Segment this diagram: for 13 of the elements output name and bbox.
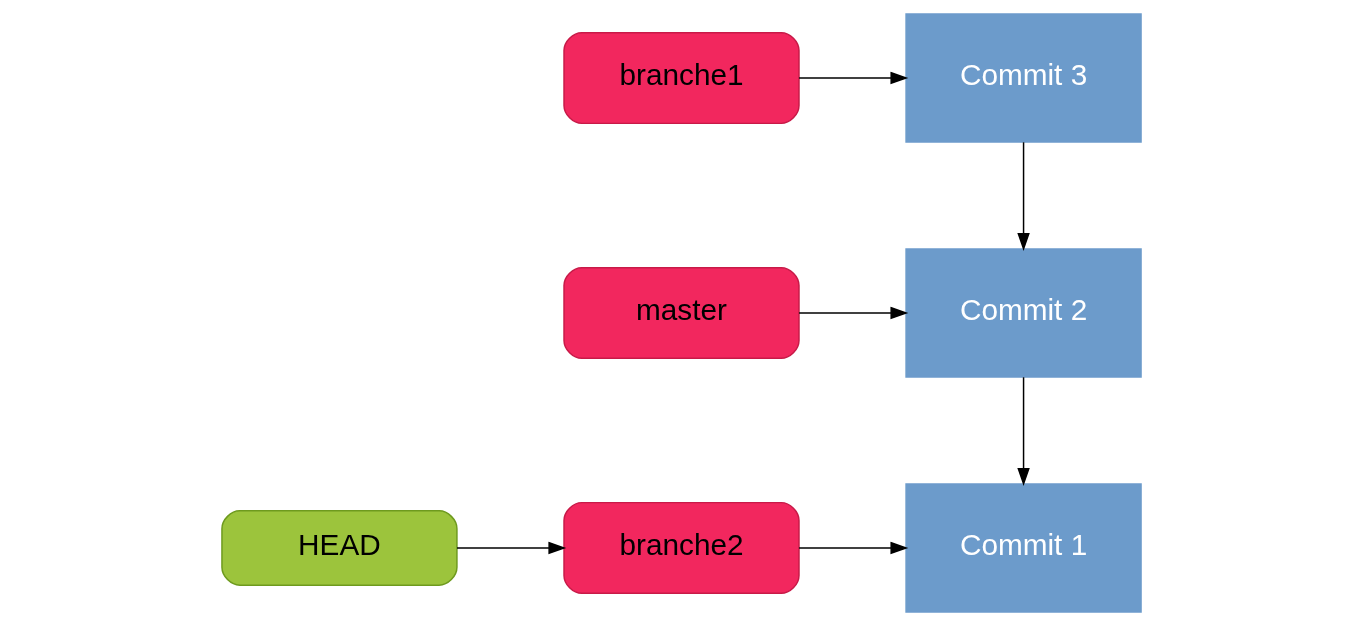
arrow — [797, 541, 908, 555]
node-box: Commit 1 — [904, 483, 1142, 613]
arrow — [455, 541, 566, 555]
node-box: Commit 3 — [904, 13, 1142, 143]
node-box: HEAD — [220, 510, 458, 586]
node-box: Commit 2 — [904, 248, 1142, 378]
arrow — [797, 71, 908, 85]
node-box: branche1 — [562, 31, 800, 125]
arrow — [797, 306, 908, 320]
node-box: branche2 — [562, 501, 800, 595]
arrow — [1016, 141, 1030, 251]
node-box: master — [562, 266, 800, 360]
arrow — [1016, 376, 1030, 486]
